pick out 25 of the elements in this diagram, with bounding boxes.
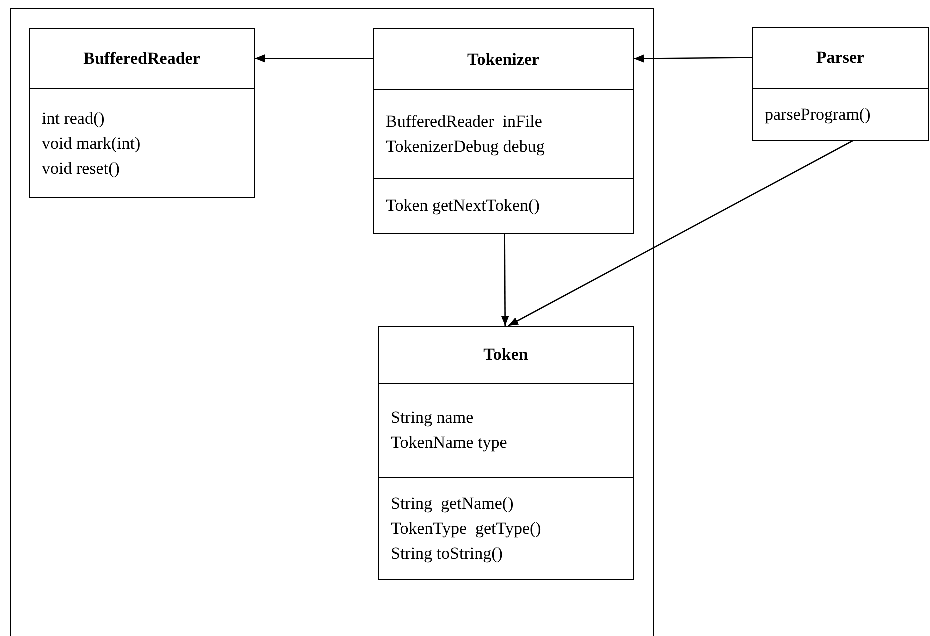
class-box <box>378 326 634 580</box>
class-box <box>752 27 929 141</box>
class-member: void reset() <box>42 158 120 180</box>
class-member: TokenizerDebug debug <box>386 136 545 158</box>
class-member: String getName() <box>391 492 514 515</box>
class-name: Parser <box>816 47 865 70</box>
class-member: String toString() <box>391 542 503 565</box>
class-name: Tokenizer <box>467 48 540 71</box>
class-member: Token getNextToken() <box>386 195 540 218</box>
class-member: parseProgram() <box>765 104 871 126</box>
class-box <box>29 28 255 198</box>
class-box <box>373 28 634 234</box>
class-member: int read() <box>42 108 105 130</box>
association-arrow <box>255 54 373 63</box>
class-name: BufferedReader <box>84 48 200 70</box>
class-member: TokenType getType() <box>391 518 542 540</box>
association-arrow <box>501 234 510 326</box>
association-arrow <box>634 54 752 63</box>
class-name: Token <box>484 344 528 366</box>
association-arrow <box>508 140 854 327</box>
class-member: TokenName type <box>391 432 508 454</box>
class-member: BufferedReader inFile <box>386 110 542 133</box>
package-frame <box>10 8 654 636</box>
class-member: void mark(int) <box>42 132 141 155</box>
class-member: String name <box>391 407 474 430</box>
